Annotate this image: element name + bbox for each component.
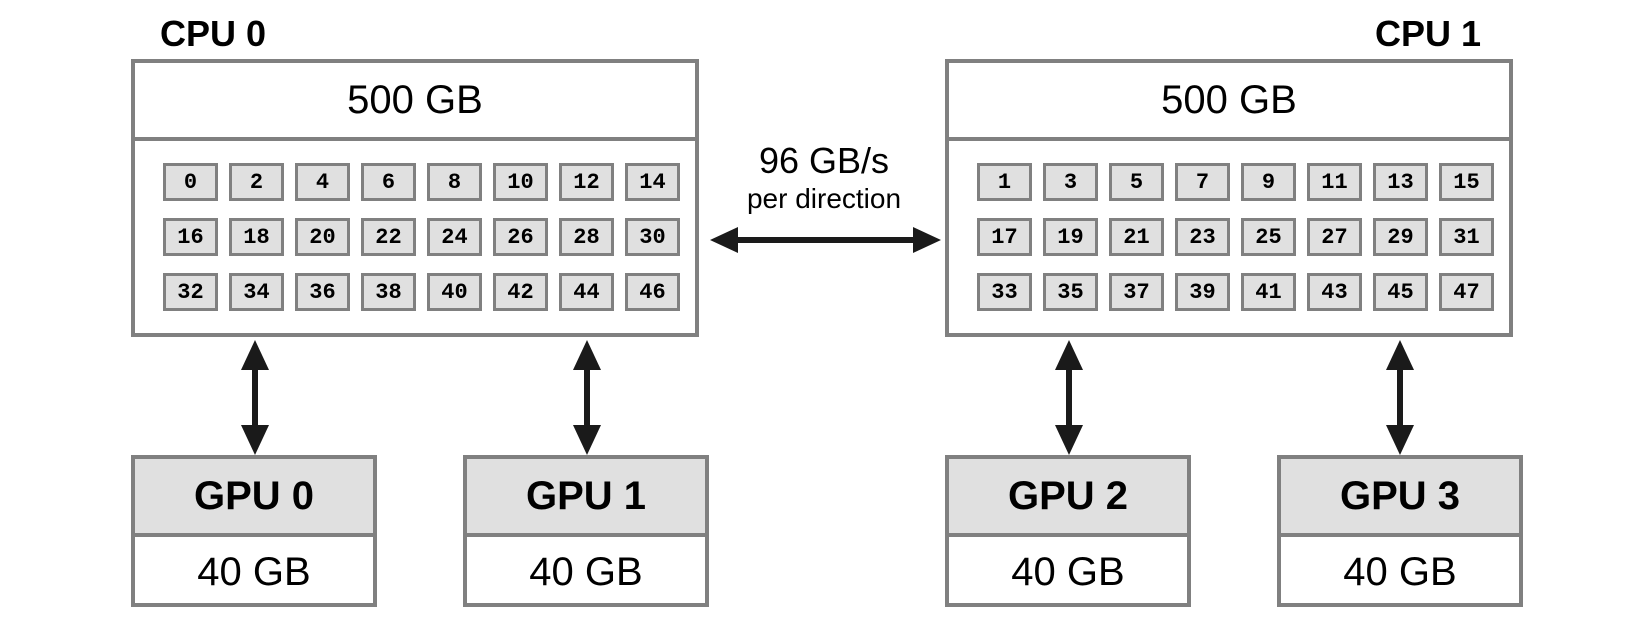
gpu-2-name: GPU 2	[949, 459, 1187, 537]
core: 33	[977, 273, 1032, 311]
gpu-3-name: GPU 3	[1281, 459, 1519, 537]
core: 23	[1175, 218, 1230, 256]
core: 9	[1241, 163, 1296, 201]
core: 42	[493, 273, 548, 311]
core: 37	[1109, 273, 1164, 311]
core: 3	[1043, 163, 1098, 201]
core: 2	[229, 163, 284, 201]
core: 12	[559, 163, 614, 201]
core: 6	[361, 163, 416, 201]
core: 24	[427, 218, 482, 256]
core: 36	[295, 273, 350, 311]
core: 28	[559, 218, 614, 256]
core: 16	[163, 218, 218, 256]
cpu-0-title: CPU 0	[160, 13, 267, 54]
gpu-3-box: GPU 3 40 GB	[1277, 455, 1523, 607]
interconnect-bandwidth: 96 GB/s	[758, 140, 890, 181]
core: 25	[1241, 218, 1296, 256]
gpu-0-link-arrow	[241, 340, 269, 455]
core: 18	[229, 218, 284, 256]
core: 11	[1307, 163, 1362, 201]
core: 27	[1307, 218, 1362, 256]
core: 19	[1043, 218, 1098, 256]
gpu-2-memory: 40 GB	[1011, 549, 1125, 594]
core: 35	[1043, 273, 1098, 311]
core: 29	[1373, 218, 1428, 256]
cpu-1-core-grid: 1 3 5 7 9 11 13 15 17 19 21 23 25 27 29 …	[977, 163, 1494, 311]
core: 34	[229, 273, 284, 311]
gpu-3-link-arrow	[1386, 340, 1414, 455]
core: 4	[295, 163, 350, 201]
core: 14	[625, 163, 680, 201]
core: 45	[1373, 273, 1428, 311]
core: 13	[1373, 163, 1428, 201]
core: 21	[1109, 218, 1164, 256]
core: 26	[493, 218, 548, 256]
cpu-0-memory: 500 GB	[135, 63, 695, 141]
core: 15	[1439, 163, 1494, 201]
core: 43	[1307, 273, 1362, 311]
cpu-1-title: CPU 1	[1375, 13, 1482, 54]
gpu-2-box: GPU 2 40 GB	[945, 455, 1191, 607]
gpu-3-memory: 40 GB	[1343, 549, 1457, 594]
core: 38	[361, 273, 416, 311]
core: 8	[427, 163, 482, 201]
core: 0	[163, 163, 218, 201]
gpu-0-box: GPU 0 40 GB	[131, 455, 377, 607]
cpu-0-core-grid: 0 2 4 6 8 10 12 14 16 18 20 22 24 26 28 …	[163, 163, 680, 311]
core: 1	[977, 163, 1032, 201]
gpu-1-name: GPU 1	[467, 459, 705, 537]
core: 41	[1241, 273, 1296, 311]
core: 44	[559, 273, 614, 311]
gpu-2-link-arrow	[1055, 340, 1083, 455]
gpu-0-name: GPU 0	[135, 459, 373, 537]
cpu-1-box: 500 GB 1 3 5 7 9 11 13 15 17 19 21 23 25…	[945, 59, 1513, 337]
core: 32	[163, 273, 218, 311]
core: 17	[977, 218, 1032, 256]
gpu-1-box: GPU 1 40 GB	[463, 455, 709, 607]
core: 22	[361, 218, 416, 256]
core: 46	[625, 273, 680, 311]
core: 7	[1175, 163, 1230, 201]
core: 31	[1439, 218, 1494, 256]
cpu-interconnect-arrow	[710, 227, 941, 253]
cpu-1-memory: 500 GB	[949, 63, 1509, 141]
interconnect-direction: per direction	[746, 183, 902, 214]
core: 40	[427, 273, 482, 311]
core: 47	[1439, 273, 1494, 311]
gpu-1-link-arrow	[573, 340, 601, 455]
gpu-1-memory: 40 GB	[529, 549, 643, 594]
core: 20	[295, 218, 350, 256]
core: 10	[493, 163, 548, 201]
core: 39	[1175, 273, 1230, 311]
cpu-0-box: 500 GB 0 2 4 6 8 10 12 14 16 18 20 22 24…	[131, 59, 699, 337]
core: 5	[1109, 163, 1164, 201]
core: 30	[625, 218, 680, 256]
gpu-0-memory: 40 GB	[197, 549, 311, 594]
